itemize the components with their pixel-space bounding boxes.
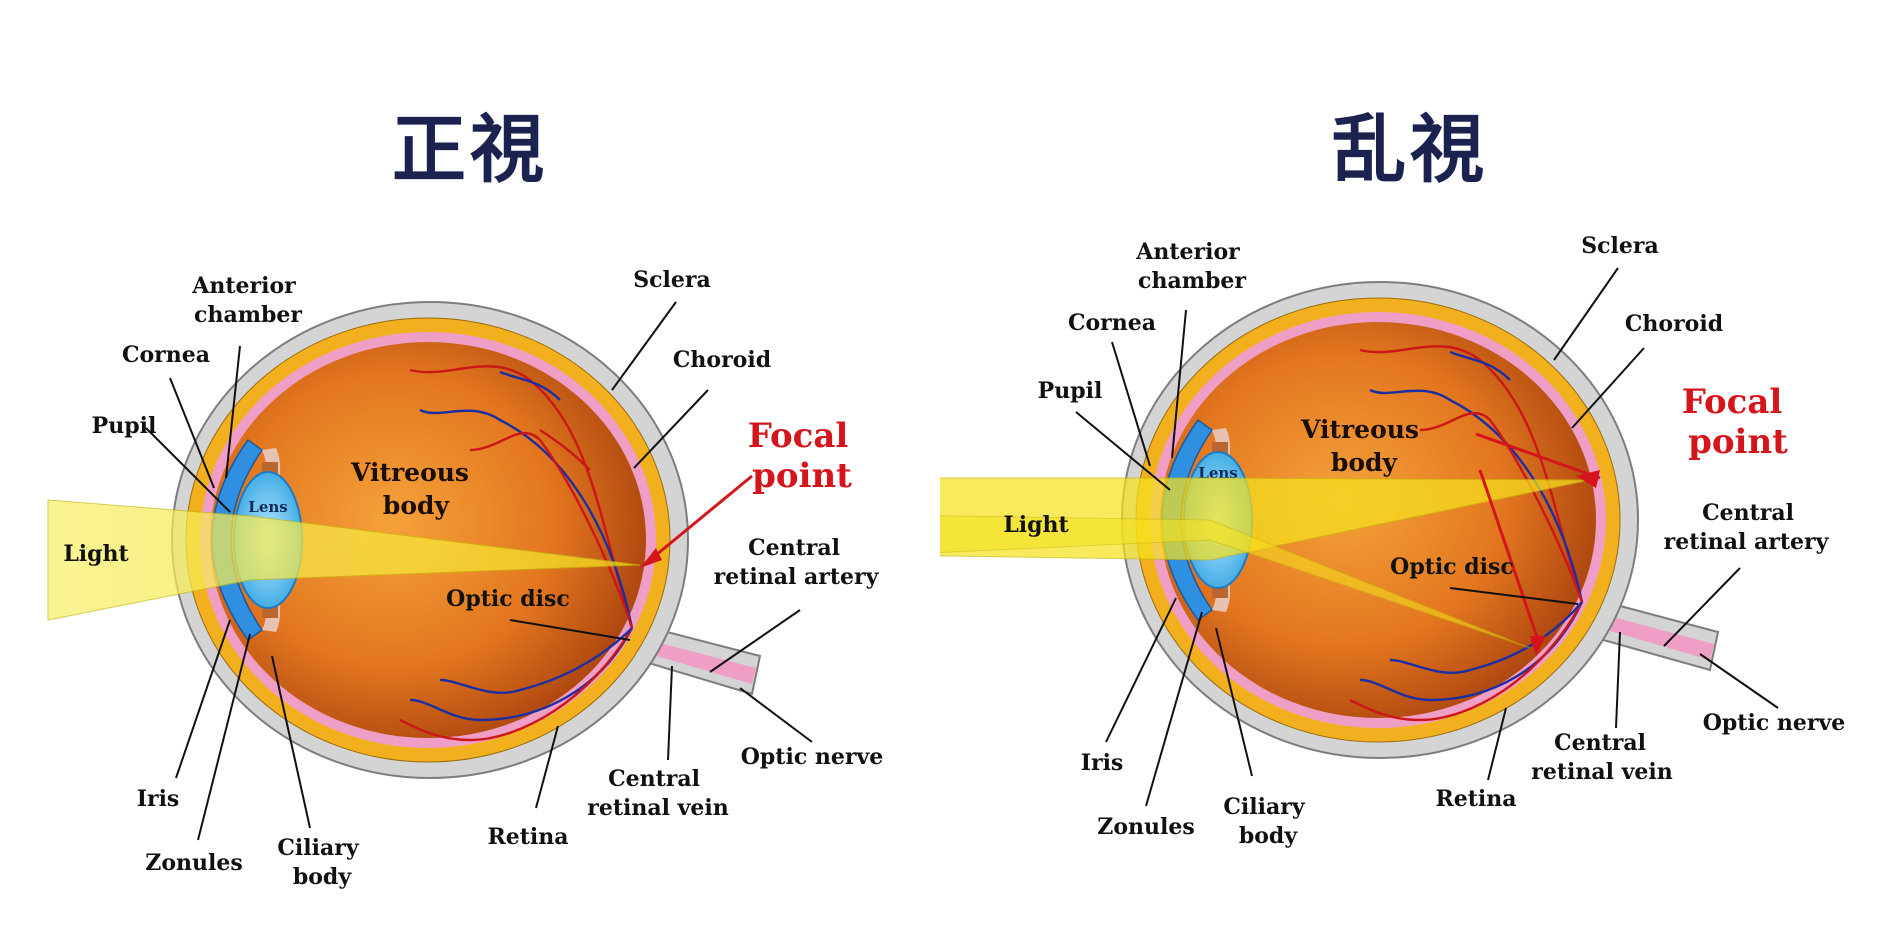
zonules-label: Zonules xyxy=(145,850,242,876)
light-label: Light xyxy=(63,541,129,567)
anterior-chamber-label-2: chamber xyxy=(194,302,302,328)
astigmatic-eye-diagram: Lens xyxy=(940,233,1845,849)
focal-point-label-2: point xyxy=(752,456,852,496)
focal-point-arrowhead-lower xyxy=(1530,636,1546,656)
central-retinal-vein-label-2: retinal vein xyxy=(587,795,729,821)
normal-eye-diagram: Lens xyxy=(47,267,883,890)
anterior-chamber-label-2: chamber xyxy=(1138,268,1246,294)
focal-point-label-2: point xyxy=(1688,422,1788,462)
pupil-label: Pupil xyxy=(92,413,157,439)
central-retinal-artery-label-2: retinal artery xyxy=(714,564,880,590)
vitreous-body-label-1: Vitreous xyxy=(1300,415,1419,444)
leader-lines xyxy=(145,301,813,841)
anterior-chamber-label-1: Anterior xyxy=(191,273,296,299)
cornea xyxy=(211,438,264,642)
leader-lines xyxy=(1075,267,1779,807)
anterior-chamber-label-1: Anterior xyxy=(1135,239,1240,265)
light-beam-lower xyxy=(940,515,1531,649)
iris-label: Iris xyxy=(1081,750,1124,776)
retinal-vessels xyxy=(399,365,634,742)
vitreous-body-label-2: body xyxy=(1331,448,1399,477)
cornea-label: Cornea xyxy=(122,342,210,368)
ciliary-body-label-1: Ciliary xyxy=(277,835,359,861)
central-retinal-artery-label-1: Central xyxy=(748,535,840,561)
light-beam xyxy=(47,499,641,621)
focal-point-arrowhead xyxy=(640,548,662,568)
choroid-label: Choroid xyxy=(1625,311,1723,337)
optic-nerve-core xyxy=(636,638,756,684)
focal-point-arrow-upper xyxy=(1475,432,1601,480)
central-retinal-artery-label-2: retinal artery xyxy=(1664,529,1830,555)
choroid-label: Choroid xyxy=(673,347,771,373)
central-retinal-vein-label-1: Central xyxy=(608,766,700,792)
focal-point-arrowhead-upper xyxy=(1576,470,1600,488)
central-retinal-artery-label-1: Central xyxy=(1702,500,1794,526)
sclera-label: Sclera xyxy=(1581,233,1658,259)
zonules-label: Zonules xyxy=(1097,814,1194,840)
vitreous-body-label-2: body xyxy=(383,491,451,520)
focal-point-label-1: Focal xyxy=(748,416,849,456)
lens-label: Lens xyxy=(248,498,287,516)
retina-label: Retina xyxy=(1435,786,1516,812)
focal-point-arrow xyxy=(649,474,753,562)
iris-label: Iris xyxy=(137,786,180,812)
optic-disc-label: Optic disc xyxy=(446,586,570,612)
ciliary-body-label-1: Ciliary xyxy=(1223,794,1305,820)
retinal-vessels xyxy=(1349,345,1584,722)
light-label: Light xyxy=(1003,512,1069,538)
astigmatism-panel: 乱視 Lens xyxy=(940,0,1880,945)
retina-label: Retina xyxy=(487,824,568,850)
cornea-label: Cornea xyxy=(1068,310,1156,336)
vitreous-body-label-1: Vitreous xyxy=(350,458,469,487)
ciliary-body-label-2: body xyxy=(1239,823,1298,849)
sclera-label: Sclera xyxy=(633,267,710,293)
normal-vision-panel: 正視 xyxy=(0,0,940,945)
panel-title: 正視 xyxy=(392,107,548,193)
optic-nerve-core xyxy=(1586,611,1714,660)
focal-point-arrow-lower xyxy=(1478,469,1540,641)
optic-nerve-label: Optic nerve xyxy=(1703,710,1845,736)
optic-disc-label: Optic disc xyxy=(1390,554,1514,580)
central-retinal-vein-label-2: retinal vein xyxy=(1531,759,1673,785)
optic-nerve-label: Optic nerve xyxy=(741,744,883,770)
panel-title: 乱視 xyxy=(1332,107,1488,193)
pupil-label: Pupil xyxy=(1038,378,1103,404)
ciliary-body-label-2: body xyxy=(293,864,352,890)
central-retinal-vein-label-1: Central xyxy=(1554,730,1646,756)
focal-point-label-1: Focal xyxy=(1682,382,1783,422)
